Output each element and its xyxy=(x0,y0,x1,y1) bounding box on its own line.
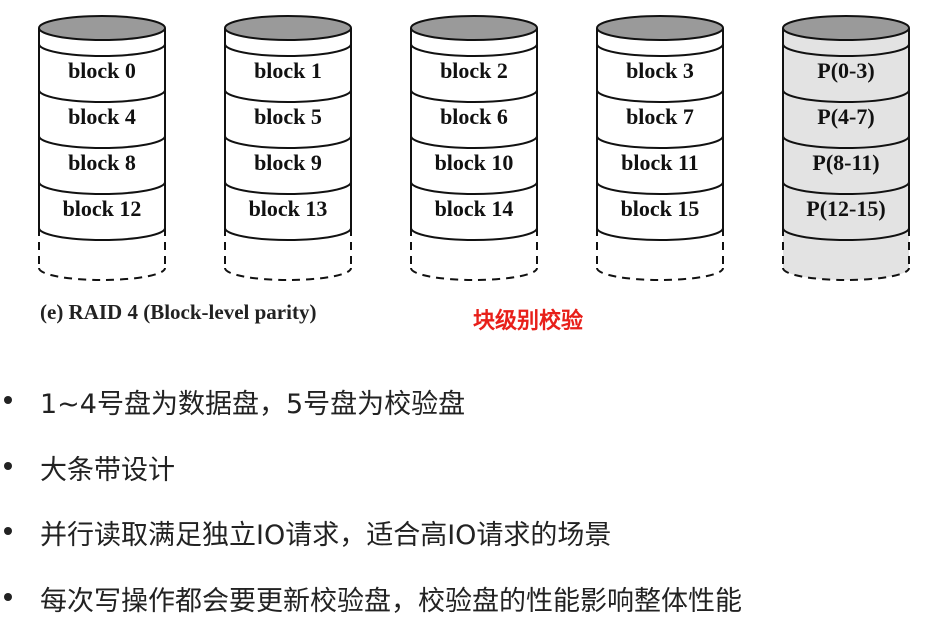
bullet-item: 1~4号盘为数据盘，5号盘为校验盘 xyxy=(0,382,927,422)
disk-separator xyxy=(596,181,724,195)
disk-separator xyxy=(410,227,538,241)
parity-block-label: P(0-3) xyxy=(817,58,874,83)
disk-separator xyxy=(38,135,166,149)
disk-body xyxy=(225,28,351,280)
disk-body xyxy=(597,28,723,280)
disk-separator xyxy=(410,181,538,195)
data-block-label: block 10 xyxy=(435,150,514,175)
bullet-text: 1~4号盘为数据盘，5号盘为校验盘 xyxy=(40,389,466,420)
raid4-diagram: block 0 block 4 block 8 block 12 block 1 bloc… xyxy=(38,15,910,281)
disk-body xyxy=(411,28,537,280)
disk-separator xyxy=(38,89,166,103)
disk-separator xyxy=(410,43,538,57)
disk-top xyxy=(224,15,352,41)
disk-top xyxy=(782,15,910,41)
diagram-caption: (e) RAID 4 (Block-level parity) xyxy=(40,300,317,324)
data-block-label: block 0 xyxy=(68,58,136,83)
bullet-text: 并行读取满足独立IO请求，适合高IO请求的场景 xyxy=(40,520,612,551)
disk-separator xyxy=(782,227,910,241)
data-block-label: block 14 xyxy=(435,196,514,221)
data-block-label: block 6 xyxy=(440,104,508,129)
disk-top xyxy=(410,15,538,41)
parity-block-label: P(4-7) xyxy=(817,104,874,129)
data-block-label: block 2 xyxy=(440,58,508,83)
disk-separator xyxy=(38,227,166,241)
disk-separator xyxy=(782,89,910,103)
disk-separator xyxy=(596,89,724,103)
bullet-dot-icon xyxy=(4,396,12,404)
disk-separator xyxy=(224,181,352,195)
disk-separator xyxy=(38,43,166,57)
disk-separator xyxy=(224,43,352,57)
disk-top xyxy=(38,15,166,41)
parity-block-label: P(12-15) xyxy=(806,196,885,221)
data-block-label: block 8 xyxy=(68,150,136,175)
disk-separator xyxy=(224,89,352,103)
disk-separator xyxy=(596,227,724,241)
disk-body xyxy=(39,28,165,280)
bullet-item: 并行读取满足独立IO请求，适合高IO请求的场景 xyxy=(0,513,927,553)
block-level-parity-note: 块级别校验 xyxy=(473,309,584,334)
disk-separator xyxy=(782,135,910,149)
bullet-dot-icon xyxy=(4,462,12,470)
disk-separator xyxy=(38,181,166,195)
data-block-label: block 7 xyxy=(626,104,694,129)
parity-block-label: P(8-11) xyxy=(812,150,879,175)
disk-separator xyxy=(782,181,910,195)
data-block-label: block 11 xyxy=(621,150,699,175)
bullet-item: 每次写操作都会要更新校验盘，校验盘的性能影响整体性能 xyxy=(0,579,927,619)
disk-separator xyxy=(782,43,910,57)
disk-separator xyxy=(596,135,724,149)
disk-separator xyxy=(224,135,352,149)
data-block-label: block 12 xyxy=(63,196,142,221)
bullet-dot-icon xyxy=(4,593,12,601)
bullet-item: 大条带设计 xyxy=(0,448,927,488)
disk-body xyxy=(783,28,909,280)
disk-top xyxy=(596,15,724,41)
bullet-text: 每次写操作都会要更新校验盘，校验盘的性能影响整体性能 xyxy=(40,586,742,617)
disk-separator xyxy=(596,43,724,57)
data-block-label: block 9 xyxy=(254,150,322,175)
disk-separator xyxy=(224,227,352,241)
data-block-label: block 5 xyxy=(254,104,322,129)
data-block-label: block 13 xyxy=(249,196,328,221)
data-block-label: block 3 xyxy=(626,58,694,83)
data-block-label: block 15 xyxy=(621,196,700,221)
data-block-label: block 4 xyxy=(68,104,136,129)
data-block-label: block 1 xyxy=(254,58,322,83)
disk-separator xyxy=(410,89,538,103)
bullet-text: 大条带设计 xyxy=(40,455,175,486)
disk-separator xyxy=(410,135,538,149)
bullet-dot-icon xyxy=(4,527,12,535)
